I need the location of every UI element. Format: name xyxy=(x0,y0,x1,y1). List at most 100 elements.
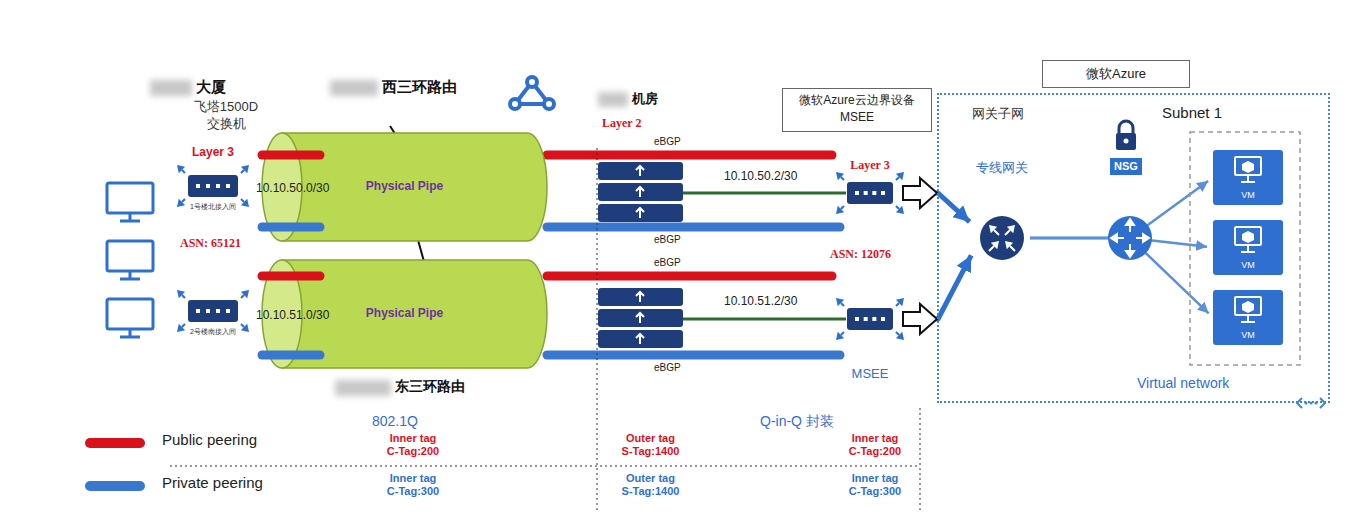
handoff-arrow xyxy=(903,178,937,334)
vlan-tag: Inner tag C-Tag:200 xyxy=(384,432,442,458)
handoff-arrow xyxy=(903,178,937,208)
network-icon xyxy=(510,77,554,109)
nsg-lock-shape xyxy=(1116,121,1136,150)
computer-icon xyxy=(107,299,153,329)
vm-icon-shape xyxy=(1235,157,1261,175)
computer-icon xyxy=(107,183,153,337)
access-switch-shape xyxy=(241,295,244,298)
provider-router xyxy=(598,288,683,306)
peering-line xyxy=(547,351,840,360)
vm-icon-shape xyxy=(1241,175,1255,182)
peering-line xyxy=(547,151,832,160)
access-switch: 2号楼南接入间 xyxy=(174,272,252,352)
access-switch-shape xyxy=(206,309,210,313)
provider-router xyxy=(598,309,683,327)
access-switch-shape xyxy=(196,184,200,188)
legend-text: Public peering xyxy=(162,431,257,449)
access-switch-shape xyxy=(182,170,185,173)
msee-router-shape xyxy=(847,308,893,330)
virtual-network: Virtual network专线网关NSGSubnet 1VMVMVM xyxy=(937,93,1330,403)
msee-router-shape xyxy=(836,298,904,340)
vm-icon-shape xyxy=(1235,297,1261,315)
access-switch-shape xyxy=(177,165,249,207)
router-arrow xyxy=(636,334,644,344)
link-line xyxy=(683,192,846,195)
computer-icon xyxy=(120,271,140,279)
router-arrow xyxy=(636,187,644,197)
vm-icon-shape xyxy=(1242,231,1254,243)
vm-icon-shape xyxy=(1235,297,1261,322)
computer-icon xyxy=(107,183,153,213)
subnet-box: Subnet 1VMVMVM xyxy=(1160,104,1302,367)
access-switch-shape xyxy=(182,295,185,298)
peering-line xyxy=(547,272,832,281)
redacted-blur xyxy=(330,80,378,96)
provider-router xyxy=(598,162,683,180)
vnet-icon xyxy=(1294,394,1328,412)
router-arrow xyxy=(636,166,644,344)
virtual-network-label: Virtual network xyxy=(1137,375,1229,392)
divider-line xyxy=(920,408,921,512)
access-switch-label: Layer 3 xyxy=(174,145,252,159)
asn-label: ASN: 12076 xyxy=(830,247,891,261)
nsg-lock: NSG xyxy=(1106,118,1146,180)
gateway-router-shape xyxy=(989,246,994,251)
access-switch-shape xyxy=(188,175,238,197)
access-switch-shape xyxy=(182,199,185,202)
msee-router: Layer 3 xyxy=(838,158,902,210)
handoff-arrow xyxy=(903,304,937,334)
vm-icon: VM xyxy=(1213,150,1283,205)
legend-text: Private peering xyxy=(162,474,263,492)
msee-router-shape xyxy=(872,317,876,321)
gateway-router-shape xyxy=(994,230,999,235)
msee-router-shape xyxy=(841,332,844,335)
vm-icon-shape xyxy=(1241,245,1255,252)
access-switch-shape xyxy=(177,290,249,332)
device-name: 飞塔1500D 交换机 xyxy=(190,98,262,132)
nsg-lock-shape xyxy=(1116,133,1136,150)
access-switch: Layer 3 1号楼北接入间 xyxy=(174,145,252,229)
gateway-router-shape xyxy=(1005,241,1013,249)
site-name: 机房 xyxy=(632,91,658,107)
protocol-label: eBGP xyxy=(654,257,681,269)
msee-router: MSEE xyxy=(838,304,902,386)
title-box: 微软Azure云边界设备 MSEE xyxy=(782,88,932,132)
protocol-label: eBGP xyxy=(654,234,681,246)
physical-pipe-shape xyxy=(262,351,320,360)
msee-router-shape xyxy=(896,298,904,306)
access-switch-label: 1号楼北接入间 xyxy=(174,203,252,211)
msee-router-shape xyxy=(855,191,859,195)
access-switch-shape xyxy=(182,324,185,327)
ip-label: 10.10.50.0/30 xyxy=(256,181,329,195)
gateway-router-shape xyxy=(1007,225,1015,233)
layer-label: Layer 2 xyxy=(602,116,641,130)
title-box-label: 微软Azure云边界设备 MSEE xyxy=(783,92,931,126)
load-balancer-icon xyxy=(1111,234,1117,242)
vm-icon-shape xyxy=(1242,161,1254,173)
divider-line xyxy=(170,466,920,467)
redacted-blur xyxy=(150,80,628,396)
gateway-router-label: 专线网关 xyxy=(974,160,1030,176)
msee-router-shape xyxy=(836,172,904,214)
msee-router-shape xyxy=(881,317,885,321)
nsg-lock-shape xyxy=(1119,121,1133,134)
peering-line xyxy=(547,155,840,355)
route-name: 东三环路由 xyxy=(395,378,465,395)
msee-router-shape xyxy=(836,298,844,306)
legend-swatch xyxy=(85,438,145,448)
access-switch-shape xyxy=(206,184,210,188)
msee-router-shape xyxy=(896,172,904,180)
link-line xyxy=(683,193,846,319)
protocol-label: eBGP xyxy=(654,136,681,148)
title-box: 微软Azure xyxy=(1042,60,1190,88)
vnet-icon xyxy=(1297,398,1325,408)
vlan-tag: Inner tag C-Tag:300 xyxy=(846,472,904,498)
msee-router-shape xyxy=(836,206,844,214)
access-switch-shape xyxy=(226,184,230,188)
router-arrow xyxy=(636,208,644,218)
vm-icon-label: VM xyxy=(1213,260,1283,271)
divider-line xyxy=(597,148,598,512)
ip-label: 10.10.51.2/30 xyxy=(724,294,797,308)
msee-router-label: MSEE xyxy=(838,366,902,382)
access-switch-outline xyxy=(174,272,252,352)
